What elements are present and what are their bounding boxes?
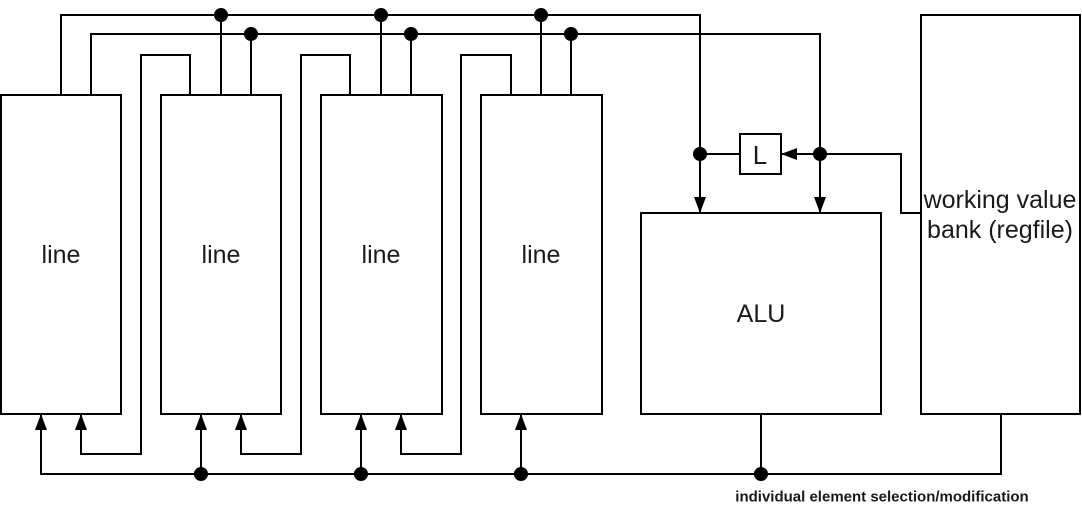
bottom-bus-caption: individual element selection/modificatio…: [735, 489, 1028, 506]
regfile-label-line-2: bank (regfile): [927, 216, 1073, 244]
junction-dot: [754, 467, 768, 481]
regfile-label-line-1: working value: [923, 186, 1077, 214]
line-box-3-label: line: [362, 241, 401, 269]
wire-latch-row-to-regfile: [820, 153, 921, 214]
junction-dot: [354, 467, 368, 481]
wire-chain-line2-to-line1: [75, 54, 191, 455]
regfile-box: [920, 14, 1081, 415]
junction-dot: [244, 27, 258, 41]
wire-chain-line3-to-line2: [235, 54, 351, 455]
alu-box: [640, 212, 882, 415]
junction-dot: [194, 467, 208, 481]
latch-box: [739, 133, 782, 175]
junction-dot: [404, 27, 418, 41]
junction-dot: [564, 27, 578, 41]
junction-dot: [534, 8, 548, 22]
line-box-1: [0, 94, 122, 415]
latch-label: L: [753, 140, 767, 170]
line-box-2: [160, 94, 282, 415]
line-box-1-label: line: [42, 241, 81, 269]
line-box-3: [320, 94, 443, 415]
junction-dot: [514, 467, 528, 481]
line-box-2-label: line: [202, 241, 241, 269]
junction-dot: [693, 147, 707, 161]
alu-label: ALU: [737, 300, 786, 328]
junction-dot: [813, 147, 827, 161]
junction-dot: [374, 8, 388, 22]
line-box-4: [480, 94, 603, 415]
wire-top-bus-b: [90, 33, 826, 213]
wire-chain-line4-to-line3: [395, 54, 512, 455]
junction-dot: [214, 8, 228, 22]
line-box-4-label: line: [522, 241, 561, 269]
